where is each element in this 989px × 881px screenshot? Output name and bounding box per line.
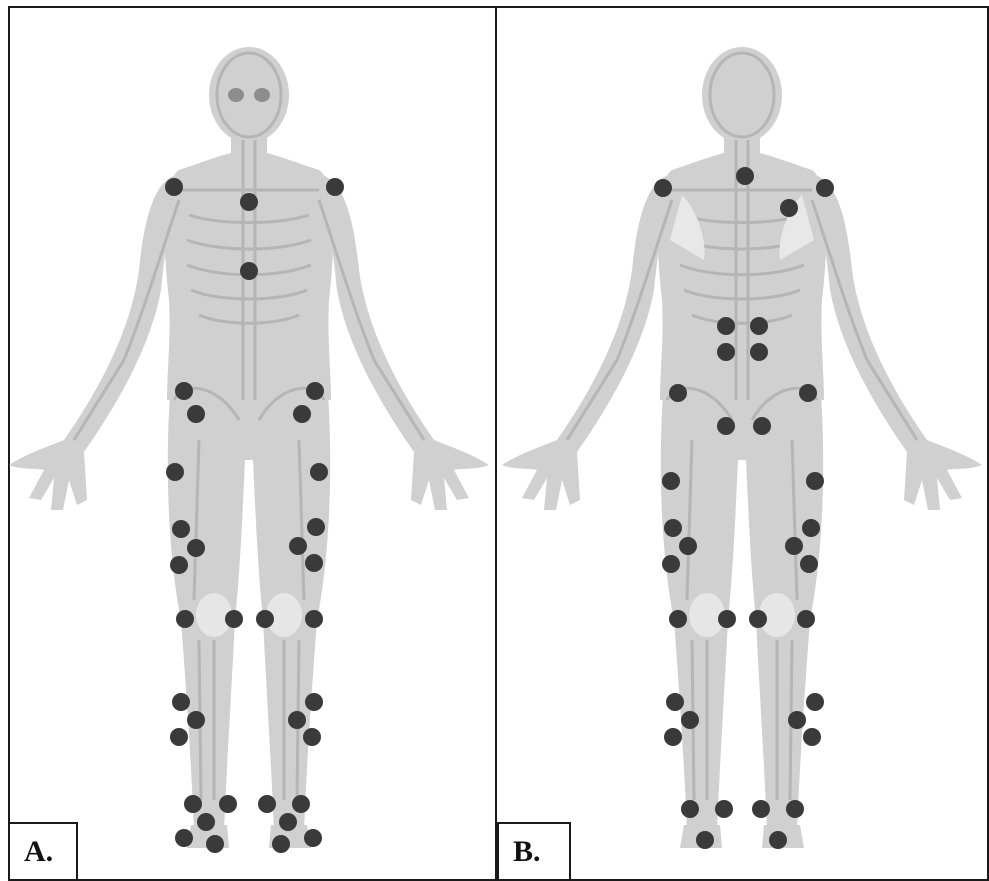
marker [681,711,699,729]
marker [816,179,834,197]
marker [786,800,804,818]
marker [256,610,274,628]
marker [240,193,258,211]
marker [654,179,672,197]
marker [206,835,224,853]
marker [718,610,736,628]
marker [806,472,824,490]
marker [806,693,824,711]
marker [717,317,735,335]
marker [662,555,680,573]
marker [305,554,323,572]
marker [170,556,188,574]
marker [752,800,770,818]
marker [307,518,325,536]
marker [165,178,183,196]
marker [175,382,193,400]
marker [785,537,803,555]
marker [666,693,684,711]
anterior-body [9,47,489,848]
marker [753,417,771,435]
marker [303,728,321,746]
posterior-body [502,47,982,848]
marker [696,831,714,849]
panel-a-label: A. [8,822,78,881]
marker [305,693,323,711]
marker [679,537,697,555]
marker [681,800,699,818]
marker [749,610,767,628]
marker [788,711,806,729]
marker [717,343,735,361]
marker [305,610,323,628]
marker [669,384,687,402]
marker [797,610,815,628]
marker [799,384,817,402]
marker [184,795,202,813]
marker [175,829,193,847]
marker [664,728,682,746]
panel-b-label: B. [497,822,571,881]
marker [304,829,322,847]
marker [664,519,682,537]
marker [272,835,290,853]
marker [225,610,243,628]
marker [736,167,754,185]
marker [197,813,215,831]
marker [803,728,821,746]
marker [187,711,205,729]
marker [326,178,344,196]
marker [166,463,184,481]
marker [219,795,237,813]
marker [310,463,328,481]
marker [293,405,311,423]
marker [172,520,190,538]
marker [750,343,768,361]
marker [750,317,768,335]
marker [172,693,190,711]
marker [187,539,205,557]
marker [800,555,818,573]
marker [662,472,680,490]
marker [288,711,306,729]
marker [306,382,324,400]
marker [802,519,820,537]
marker [170,728,188,746]
marker [669,610,687,628]
marker [769,831,787,849]
marker [279,813,297,831]
marker [780,199,798,217]
marker [240,262,258,280]
marker [258,795,276,813]
marker [715,800,733,818]
marker [292,795,310,813]
marker [289,537,307,555]
marker [176,610,194,628]
marker [717,417,735,435]
marker [187,405,205,423]
